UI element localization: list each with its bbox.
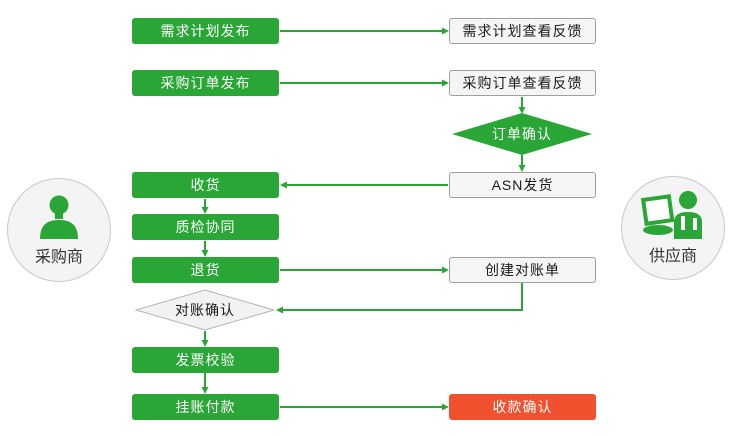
node-demand-plan-publish: 需求计划发布 xyxy=(132,18,279,44)
node-purchase-order-feedback: 采购订单查看反馈 xyxy=(449,70,596,96)
node-account-payment: 挂账付款 xyxy=(132,394,279,420)
actor-supplier-label: 供应商 xyxy=(648,248,697,265)
actor-buyer-label: 采购商 xyxy=(34,249,83,266)
node-reconciliation-confirm: 对账确认 xyxy=(135,289,275,331)
node-order-confirm-label: 订单确认 xyxy=(492,126,552,142)
node-payment-receipt-confirm: 收款确认 xyxy=(449,394,596,420)
node-return-goods: 退货 xyxy=(132,257,279,283)
person-at-computer-icon xyxy=(640,190,705,240)
actor-supplier: 供应商 xyxy=(621,176,725,280)
arrow-statement-to-reconciliation xyxy=(276,283,523,314)
node-invoice-verification: 发票校验 xyxy=(132,347,279,373)
node-purchase-order-publish: 采购订单发布 xyxy=(132,70,279,96)
node-quality-inspection: 质检协同 xyxy=(132,214,279,240)
person-icon xyxy=(33,193,85,241)
node-reconciliation-confirm-label: 对账确认 xyxy=(175,302,235,318)
node-demand-plan-feedback: 需求计划查看反馈 xyxy=(449,18,596,44)
node-order-confirm: 订单确认 xyxy=(452,113,592,155)
node-receive-goods: 收货 xyxy=(132,172,279,198)
node-asn-shipment: ASN发货 xyxy=(449,172,596,198)
node-create-statement: 创建对账单 xyxy=(449,257,596,283)
actor-buyer: 采购商 xyxy=(7,178,111,282)
